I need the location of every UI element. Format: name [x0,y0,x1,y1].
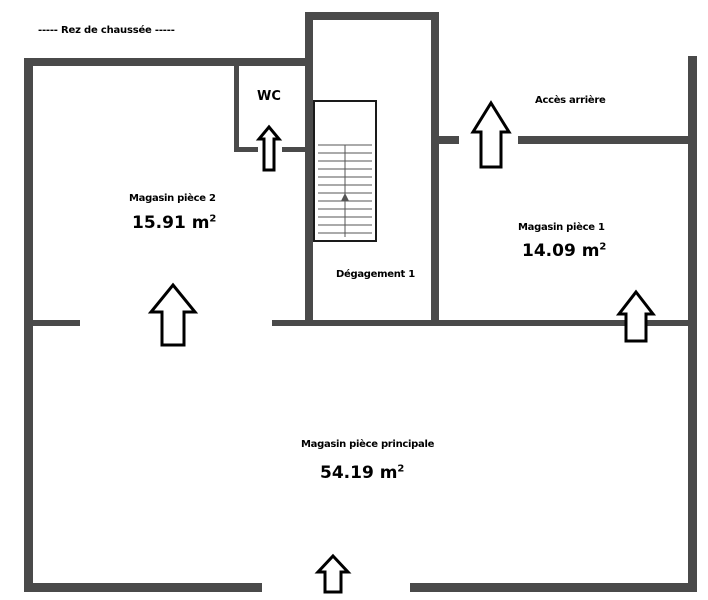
wall-wc-bottom-right [282,147,308,152]
up-arrow-icon [470,100,512,169]
wall-east [688,56,697,592]
wall-stair-core-top [305,12,439,20]
room-label-magasin-piece-principale: Magasin pièce principale [301,439,435,450]
wall-stair-core-right [431,12,439,324]
room-label-degagement-1: Dégagement 1 [336,269,415,280]
wall-south-right [410,583,697,592]
up-arrow-icon [314,553,352,594]
wall-room1-north-right [518,136,693,144]
wall-wc-bottom-left [234,147,258,152]
wall-north-left [24,58,312,66]
room-label-magasin-piece-1: Magasin pièce 1 [518,222,605,233]
wall-room2-south-left [28,320,80,326]
area-value: 54.19 m [320,463,398,483]
room-area-magasin-piece-2: 15.91 m2 [132,213,216,233]
area-value: 14.09 m [522,241,600,261]
staircase-icon [313,100,377,242]
area-unit-sup: 2 [599,241,607,253]
room-area-magasin-piece-1: 14.09 m2 [522,241,606,261]
wall-wc-left [234,60,239,152]
wall-room1-north-left [435,136,459,144]
up-arrow-icon [615,289,657,343]
wall-south-left [24,583,262,592]
up-arrow-icon [255,124,283,172]
room-label-magasin-piece-2: Magasin pièce 2 [129,193,216,204]
up-arrow-icon [147,282,199,347]
acces-arriere-label: Accès arrière [535,95,606,106]
area-value: 15.91 m [132,213,210,233]
wall-stair-core-left [305,12,313,324]
room-label-wc: WC [257,89,281,104]
room-area-magasin-piece-principale: 54.19 m2 [320,463,404,483]
area-unit-sup: 2 [209,213,217,225]
wall-room2-south-right [272,320,690,326]
area-unit-sup: 2 [397,463,405,475]
page-title: ----- Rez de chaussée ----- [38,25,175,36]
